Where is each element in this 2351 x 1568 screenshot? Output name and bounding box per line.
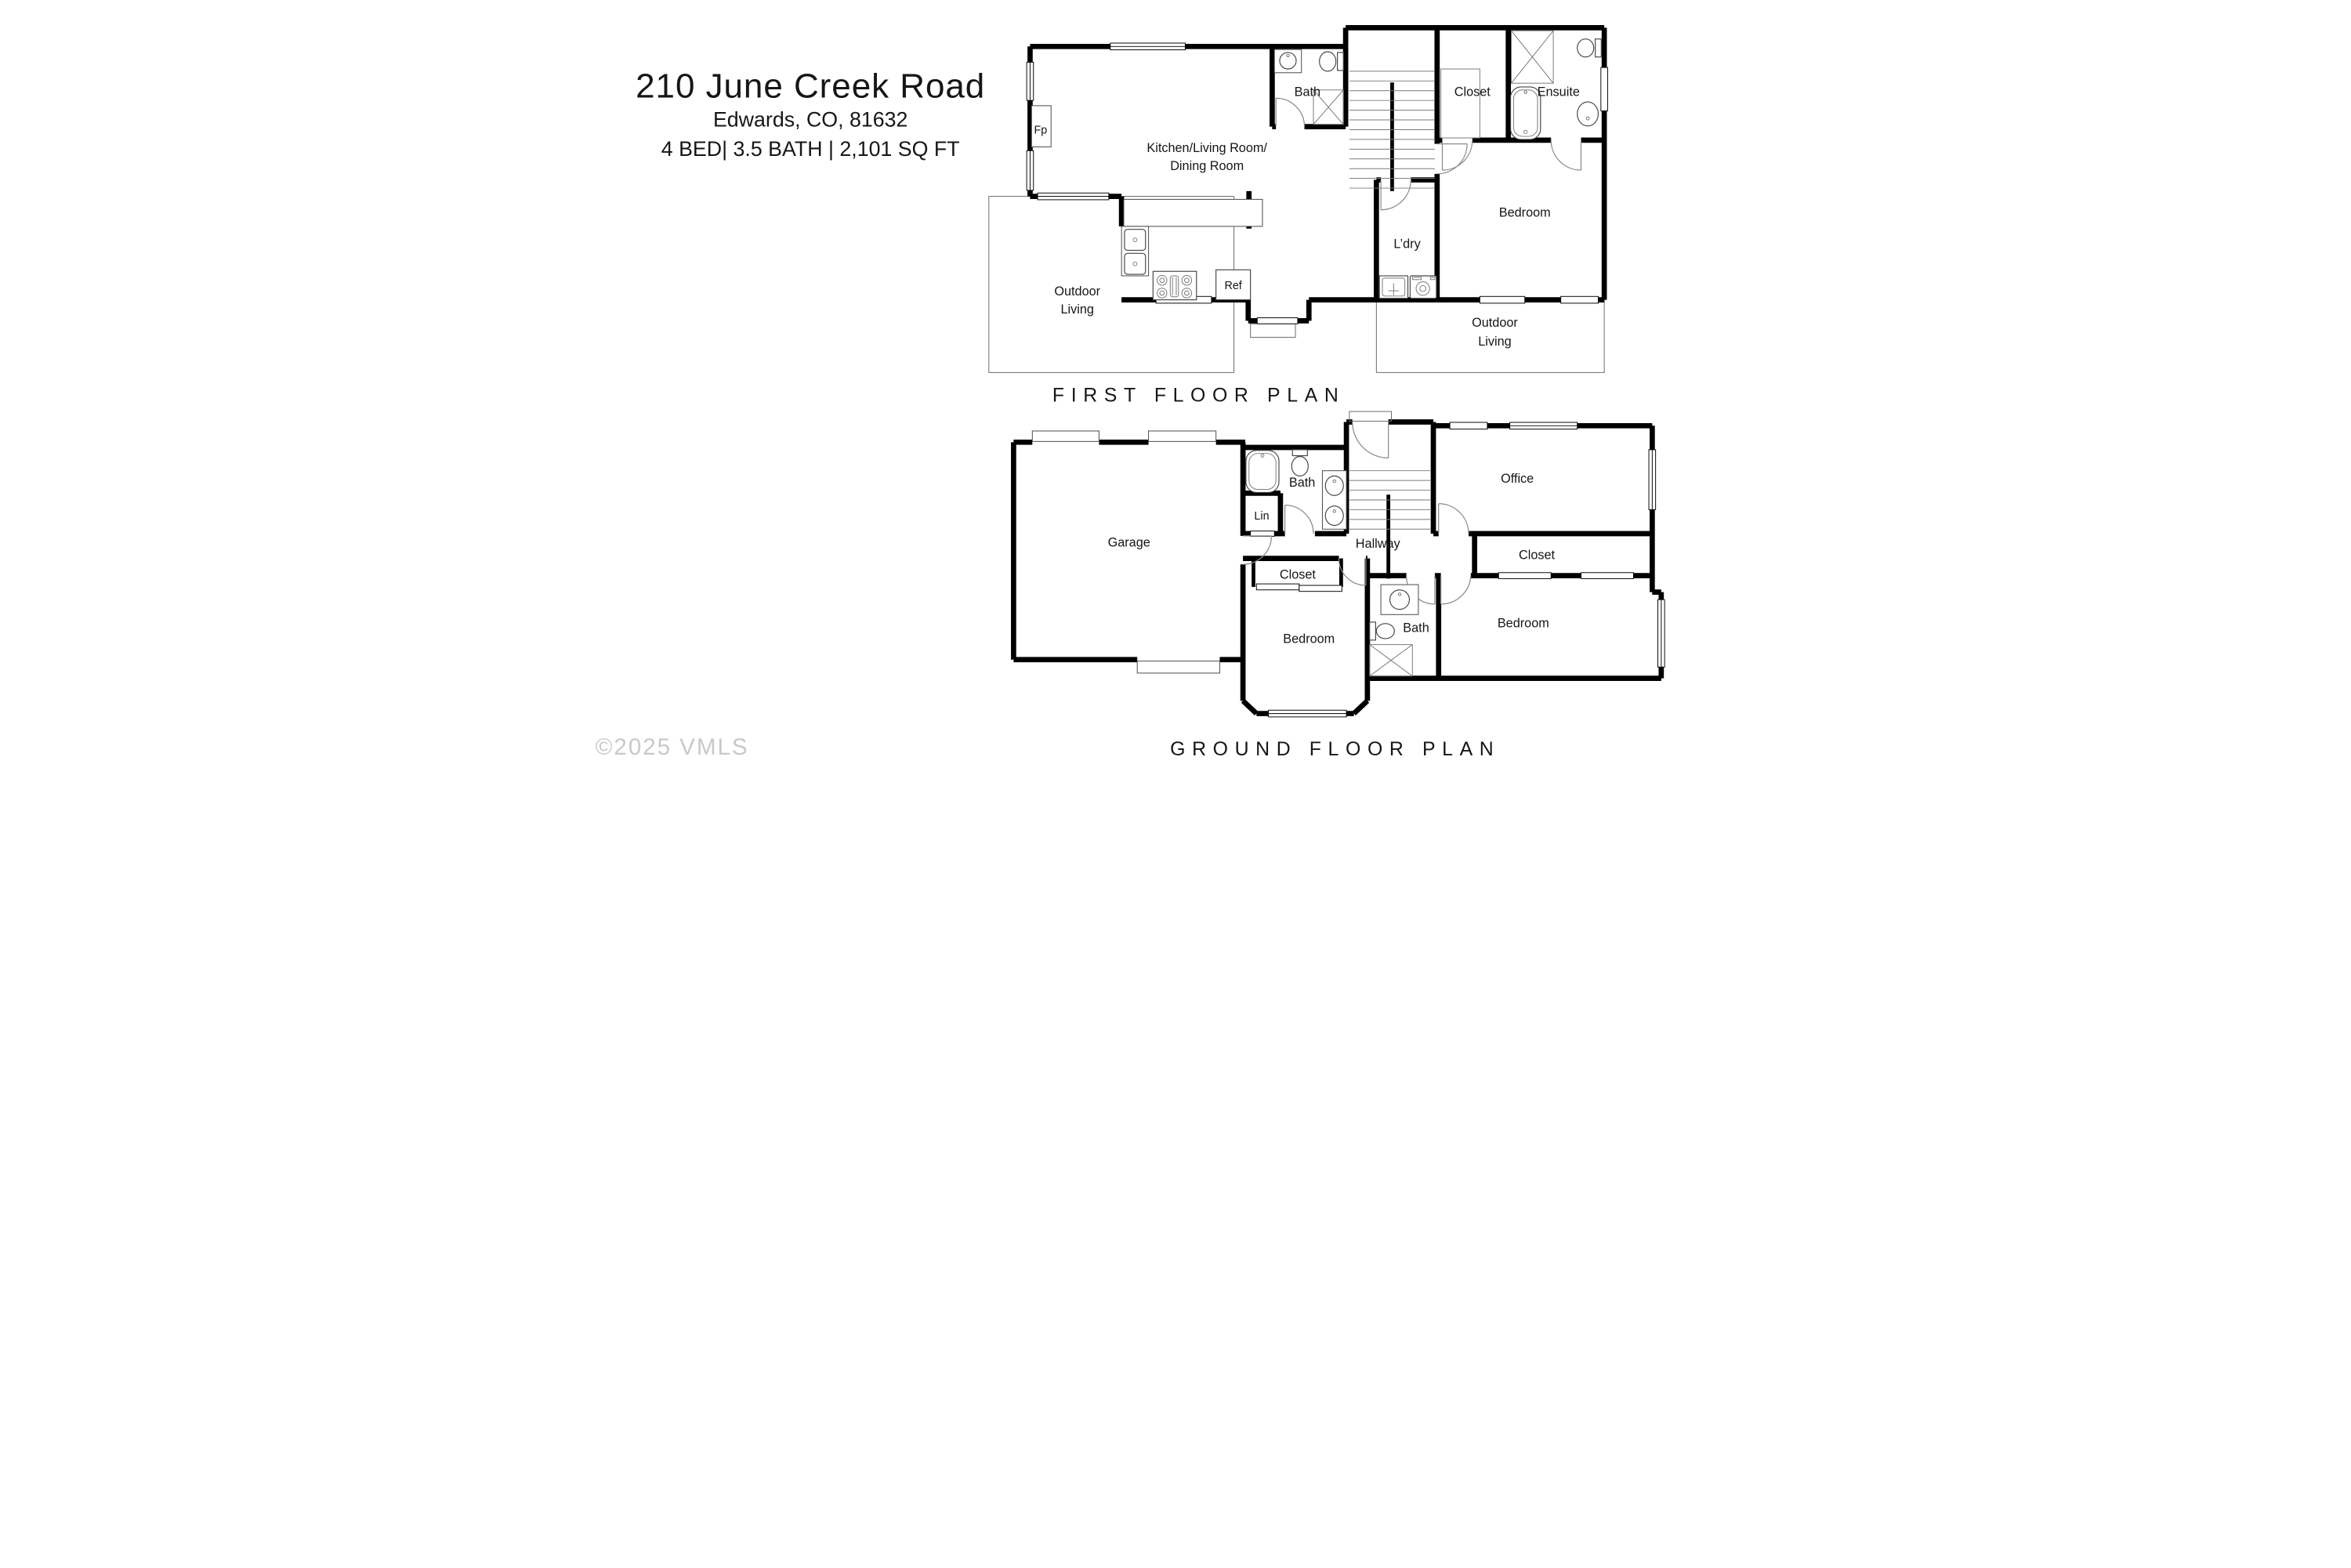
room-label-bath: Bath [1295, 85, 1320, 99]
ground-floor-caption: GROUND FLOOR PLAN [1170, 738, 1500, 760]
bathtub-icon [1509, 86, 1541, 140]
room-label-outdoor-right-line1: Outdoor [1472, 316, 1518, 330]
sink-icon [1389, 589, 1411, 610]
stove [1152, 270, 1197, 301]
room-label-closet-right: Closet [1519, 549, 1556, 563]
sink-icon [1577, 101, 1599, 127]
room-label-hallway: Hallway [1356, 537, 1401, 551]
toilet-icon [1577, 38, 1602, 58]
ground-floor-labels: Garage Bath Lin Hallway Office Closet Cl… [1108, 472, 1556, 646]
room-label-bath-main: Bath [1289, 476, 1315, 490]
first-floor-doors [1275, 97, 1582, 211]
room-label-bedroom-left: Bedroom [1283, 632, 1335, 646]
room-label-ensuite: Ensuite [1538, 85, 1580, 99]
shower-icon [1313, 89, 1344, 125]
ground-floor-windows [1250, 422, 1665, 718]
first-floor-labels: Bath Closet Ensuite Kitchen/Living Room/… [1034, 85, 1579, 349]
kitchen-counter [1123, 198, 1263, 227]
ground-small-bath-fixtures [1369, 584, 1419, 677]
toilet-icon [1369, 621, 1395, 641]
ground-bath-fixtures [1245, 449, 1347, 530]
room-label-outdoor-right-line2: Living [1478, 335, 1511, 349]
staircase-first-floor [1349, 71, 1435, 189]
garage-doors [1031, 430, 1220, 674]
toilet-icon [1319, 51, 1344, 72]
property-address: 210 June Creek Road [636, 67, 985, 105]
room-label-outdoor-left-line1: Outdoor [1054, 284, 1100, 299]
washer-icon [1409, 275, 1437, 299]
room-label-kitchen-line2: Dining Room [1170, 159, 1244, 173]
first-floor-bath-fixtures [1273, 49, 1344, 125]
room-label-garage: Garage [1108, 535, 1150, 549]
ground-floor-partitions [1252, 494, 1391, 587]
ensuite-fixtures [1509, 30, 1602, 140]
toilet-icon [1291, 449, 1309, 476]
kitchen-sink-bowl [1124, 252, 1147, 275]
fireplace [1031, 105, 1052, 148]
room-label-closet-left: Closet [1280, 567, 1317, 581]
laundry-sink-icon [1378, 275, 1409, 299]
laundry-fixtures [1378, 275, 1437, 299]
ground-floor-plan: Garage Bath Lin Hallway Office Closet Cl… [1011, 411, 1665, 760]
floor-plan-page: 210 June Creek Road Edwards, CO, 81632 4… [588, 0, 1763, 784]
room-label-bedroom-right: Bedroom [1498, 617, 1549, 631]
kitchen-sink-bowl [1124, 229, 1147, 252]
room-label-bedroom: Bedroom [1499, 205, 1551, 219]
room-label-kitchen-line1: Kitchen/Living Room/ [1147, 141, 1267, 155]
label-fireplace: Fp [1034, 124, 1047, 136]
sink-icon [1279, 52, 1297, 70]
sink-icon [1324, 475, 1344, 496]
first-floor-plan: Bath Closet Ensuite Kitchen/Living Room/… [988, 25, 1608, 407]
staircase-ground-floor [1349, 470, 1431, 530]
floor-plan-image: 210 June Creek Road Edwards, CO, 81632 4… [588, 0, 1763, 784]
room-label-linen: Lin [1254, 510, 1269, 523]
label-refrigerator: Ref [1225, 280, 1242, 292]
first-floor-caption: FIRST FLOOR PLAN [1052, 385, 1345, 407]
property-city-line: Edwards, CO, 81632 [713, 108, 907, 132]
entry-porch [1349, 411, 1392, 422]
ground-floor-doors [1243, 422, 1472, 605]
header-block: 210 June Creek Road Edwards, CO, 81632 4… [636, 67, 985, 161]
room-label-laundry: L’dry [1393, 237, 1421, 252]
room-label-office: Office [1501, 472, 1534, 486]
bathtub-icon [1245, 450, 1280, 493]
page-background [588, 0, 1763, 784]
closet-shelving [1440, 68, 1480, 139]
shower-icon [1511, 30, 1554, 84]
watermark: ©2025 VMLS [596, 734, 749, 760]
sink-icon [1324, 505, 1344, 527]
property-specs-line: 4 BED| 3.5 BATH | 2,101 SQ FT [661, 137, 960, 161]
shower-icon [1369, 644, 1413, 677]
kitchen-fixtures [1121, 198, 1263, 301]
room-label-outdoor-left-line2: Living [1060, 302, 1093, 317]
room-label-closet: Closet [1454, 85, 1491, 99]
room-label-bath-small: Bath [1403, 621, 1429, 635]
refrigerator [1215, 269, 1252, 301]
